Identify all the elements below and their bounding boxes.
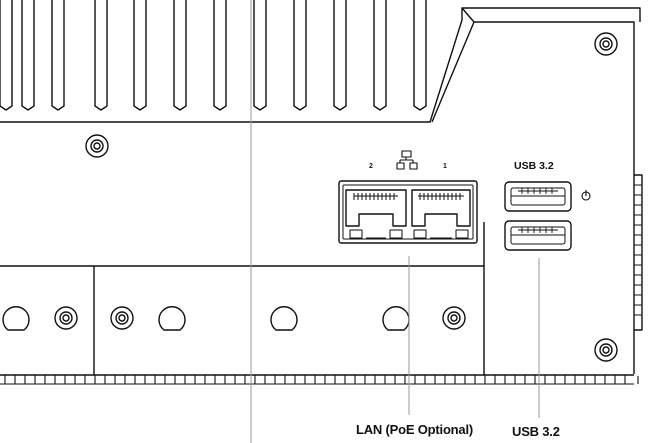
lan-port-2 (345, 189, 407, 239)
heatsink-fins (0, 0, 427, 111)
usb-port-bottom (504, 220, 572, 251)
screw-bay-1 (54, 306, 78, 330)
screw-top-right (594, 32, 618, 56)
usb-port-top (504, 181, 572, 212)
power-icon (581, 190, 591, 201)
screw-bay-2 (110, 306, 134, 330)
lan-callout-label: LAN (PoE Optional) (356, 422, 473, 437)
screw-top-left (85, 134, 109, 158)
network-icon (396, 150, 418, 170)
leader-lines (250, 0, 540, 443)
screw-bay-3 (442, 306, 466, 330)
side-vents (634, 174, 643, 331)
screws (54, 32, 618, 362)
lan-port-1 (411, 189, 471, 239)
lan-port-1-label: 1 (443, 163, 447, 170)
bottom-edge (0, 375, 639, 385)
lan-port-2-label: 2 (369, 163, 373, 170)
lan-ports (338, 180, 478, 244)
usb-ports (504, 181, 572, 251)
usb-callout-label: USB 3.2 (512, 424, 560, 439)
bay-handles (2, 306, 410, 331)
usb-panel-marking: USB 3.2 (514, 160, 554, 172)
expansion-bays (0, 222, 485, 375)
screw-bottom-right (594, 338, 618, 362)
chassis-outline (0, 7, 641, 376)
